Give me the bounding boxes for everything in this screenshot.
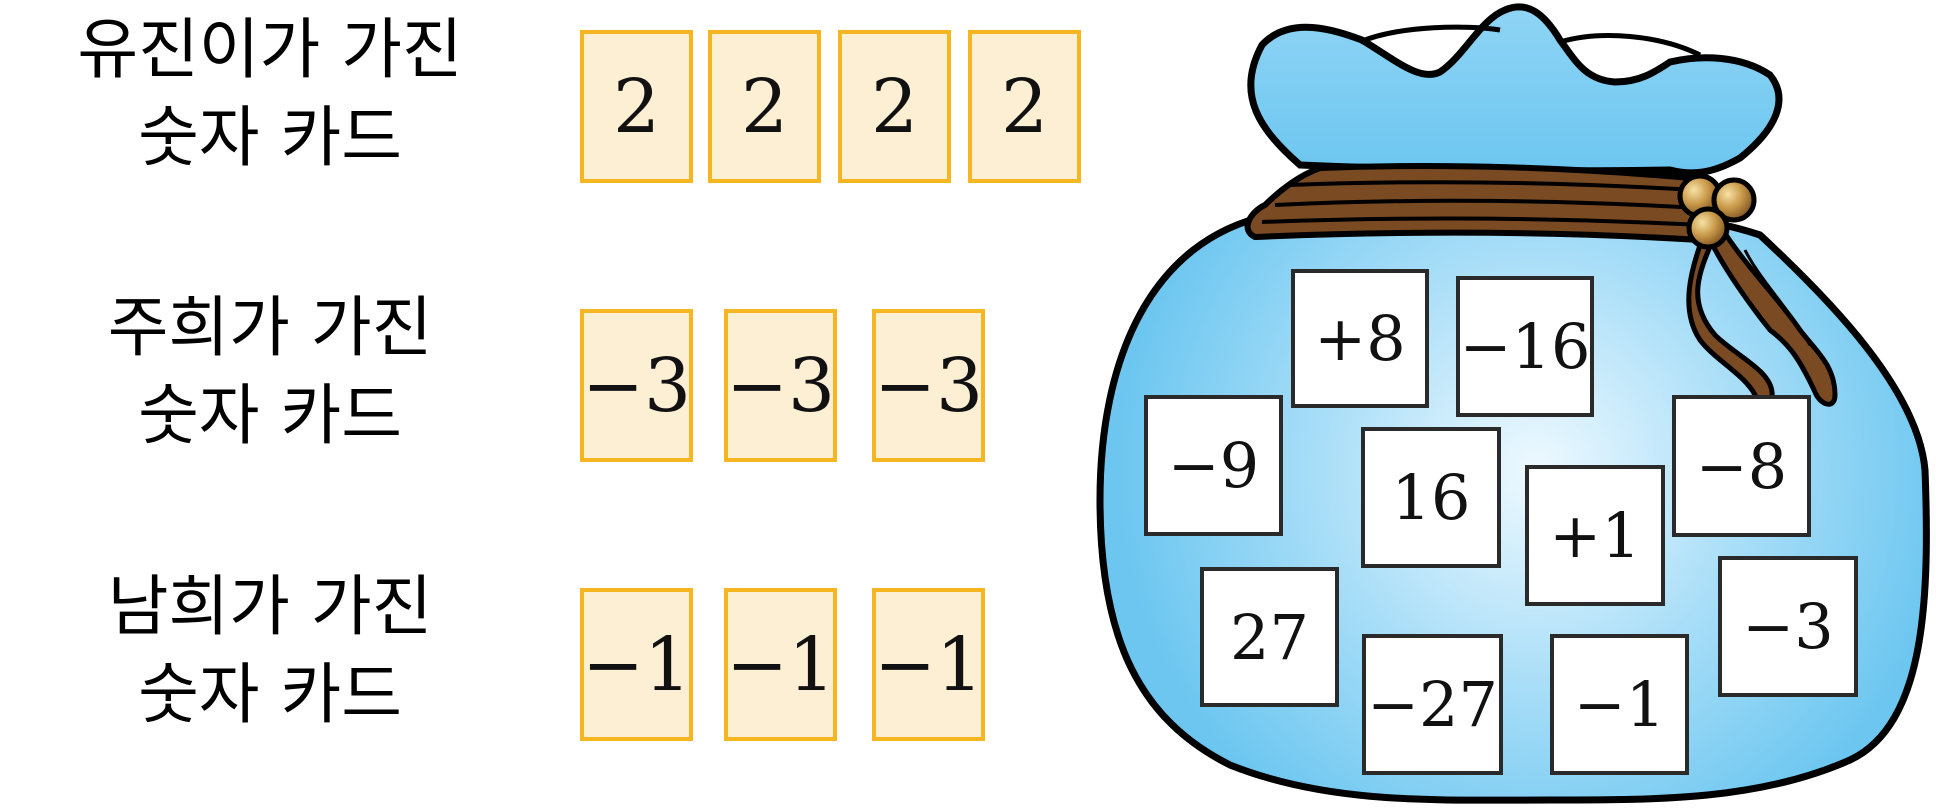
yujin-card: 2: [580, 30, 693, 183]
pouch-card: +1: [1525, 465, 1665, 606]
juhee-card: −3: [580, 309, 693, 462]
juhee-label: 주희가 가진 숫자 카드: [0, 284, 540, 460]
pouch-card: −3: [1718, 556, 1858, 697]
juhee-label-line2: 숫자 카드: [138, 377, 402, 454]
namhee-label: 남희가 가진 숫자 카드: [0, 563, 540, 739]
yujin-label-line1: 유진이가 가진: [77, 11, 463, 88]
pouch-card: −9: [1144, 395, 1283, 536]
bead-right: [1711, 177, 1757, 223]
namhee-card: −1: [724, 588, 837, 741]
namhee-label-line2: 숫자 카드: [138, 656, 402, 733]
pouch-card: −16: [1456, 276, 1594, 417]
juhee-label-line1: 주희가 가진: [107, 289, 433, 366]
yujin-label: 유진이가 가진 숫자 카드: [0, 6, 540, 182]
namhee-card: −1: [580, 588, 693, 741]
yujin-card: 2: [968, 30, 1081, 183]
pouch-card: −1: [1550, 634, 1689, 775]
namhee-label-line1: 남희가 가진: [107, 568, 433, 645]
yujin-label-line2: 숫자 카드: [138, 99, 402, 176]
pouch-card: −27: [1362, 634, 1503, 775]
yujin-card: 2: [838, 30, 951, 183]
namhee-card: −1: [872, 588, 985, 741]
pouch-card: 16: [1361, 427, 1501, 568]
pouch-card: +8: [1291, 269, 1429, 408]
pouch-card: 27: [1200, 567, 1339, 707]
juhee-card: −3: [872, 309, 985, 462]
pouch-card: −8: [1672, 395, 1811, 537]
yujin-card: 2: [708, 30, 821, 183]
juhee-card: −3: [724, 309, 837, 462]
pouch-top: [1247, 3, 1783, 177]
bead-bottom: [1686, 206, 1730, 250]
